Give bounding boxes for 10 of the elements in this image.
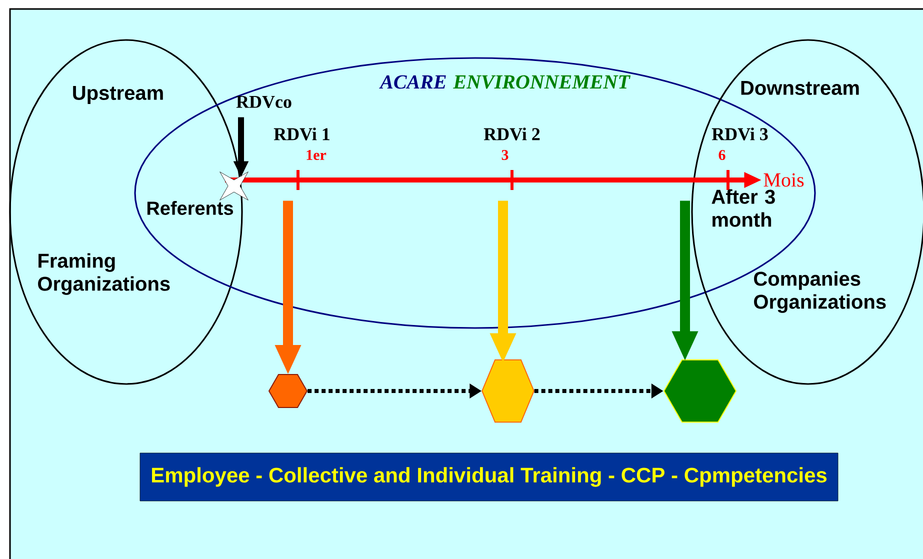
note-text: After 3 month <box>712 189 775 227</box>
region-label: Referents <box>147 201 234 215</box>
banner-box: Employee - Collective and Individual Training - CCP - Cpmpetencies <box>140 452 838 502</box>
hexagon <box>482 359 534 423</box>
axis-label: Mois <box>764 173 804 187</box>
month-number: 6 <box>718 150 726 160</box>
milestone-label: RDVi 1 <box>274 128 330 140</box>
milestone-label: RDVi 3 <box>712 128 768 140</box>
milestone-label: RDVi 2 <box>484 128 540 140</box>
timeline-bar <box>225 170 762 190</box>
